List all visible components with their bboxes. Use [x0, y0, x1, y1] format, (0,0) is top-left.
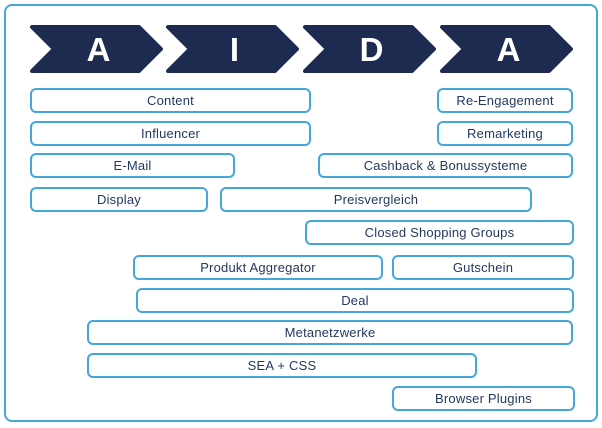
funnel-stage-desire: D [303, 25, 436, 73]
channel-label: Re-Engagement [456, 93, 554, 108]
channel-label: Display [96, 192, 142, 207]
chevron-arrow-icon [166, 25, 299, 73]
channel-box-metanetzwerke: Metanetzwerke [87, 320, 573, 345]
channel-label: Closed Shopping Groups [364, 225, 515, 240]
channel-box-produkt-aggregator: Produkt Aggregator [133, 255, 383, 280]
channel-label: Influencer [140, 126, 201, 141]
channel-box-display: Display [30, 187, 208, 212]
channel-label: SEA + CSS [247, 358, 317, 373]
channel-label: Deal [341, 293, 369, 308]
channel-box-cashback-bonussysteme: Cashback & Bonussysteme [318, 153, 573, 178]
channel-box-content: Content [30, 88, 311, 113]
funnel-stage-attention: A [30, 25, 163, 73]
funnel-stage-interest: I [166, 25, 299, 73]
channel-box-closed-shopping-groups: Closed Shopping Groups [305, 220, 574, 245]
chevron-arrow-icon [303, 25, 436, 73]
channel-label: Gutschein [452, 260, 514, 275]
channel-box-sea-css: SEA + CSS [87, 353, 477, 378]
channel-label: Preisvergleich [333, 192, 419, 207]
channel-box-preisvergleich: Preisvergleich [220, 187, 532, 212]
channel-box-deal: Deal [136, 288, 574, 313]
channel-label: E-Mail [113, 158, 152, 173]
channel-box-influencer: Influencer [30, 121, 311, 146]
channel-box-email: E-Mail [30, 153, 235, 178]
channel-label: Remarketing [467, 126, 543, 141]
channel-box-re-engagement: Re-Engagement [437, 88, 573, 113]
chevron-arrow-icon [30, 25, 163, 73]
channel-box-gutschein: Gutschein [392, 255, 574, 280]
stage-letter-a1: A [86, 30, 111, 68]
funnel-stage-action: A [440, 25, 573, 73]
channel-box-browser-plugins: Browser Plugins [392, 386, 575, 411]
stage-letter-a2: A [496, 30, 521, 68]
channel-label: Produkt Aggregator [200, 260, 316, 275]
outer-frame [4, 4, 598, 422]
channel-label: Metanetzwerke [284, 325, 376, 340]
channel-label: Content [147, 93, 194, 108]
channel-box-remarketing: Remarketing [437, 121, 573, 146]
stage-letter-d: D [359, 30, 384, 68]
channel-label: Browser Plugins [435, 391, 532, 406]
stage-letter-i: I [229, 30, 240, 68]
chevron-arrow-icon [440, 25, 573, 73]
channel-label: Cashback & Bonussysteme [363, 158, 528, 173]
